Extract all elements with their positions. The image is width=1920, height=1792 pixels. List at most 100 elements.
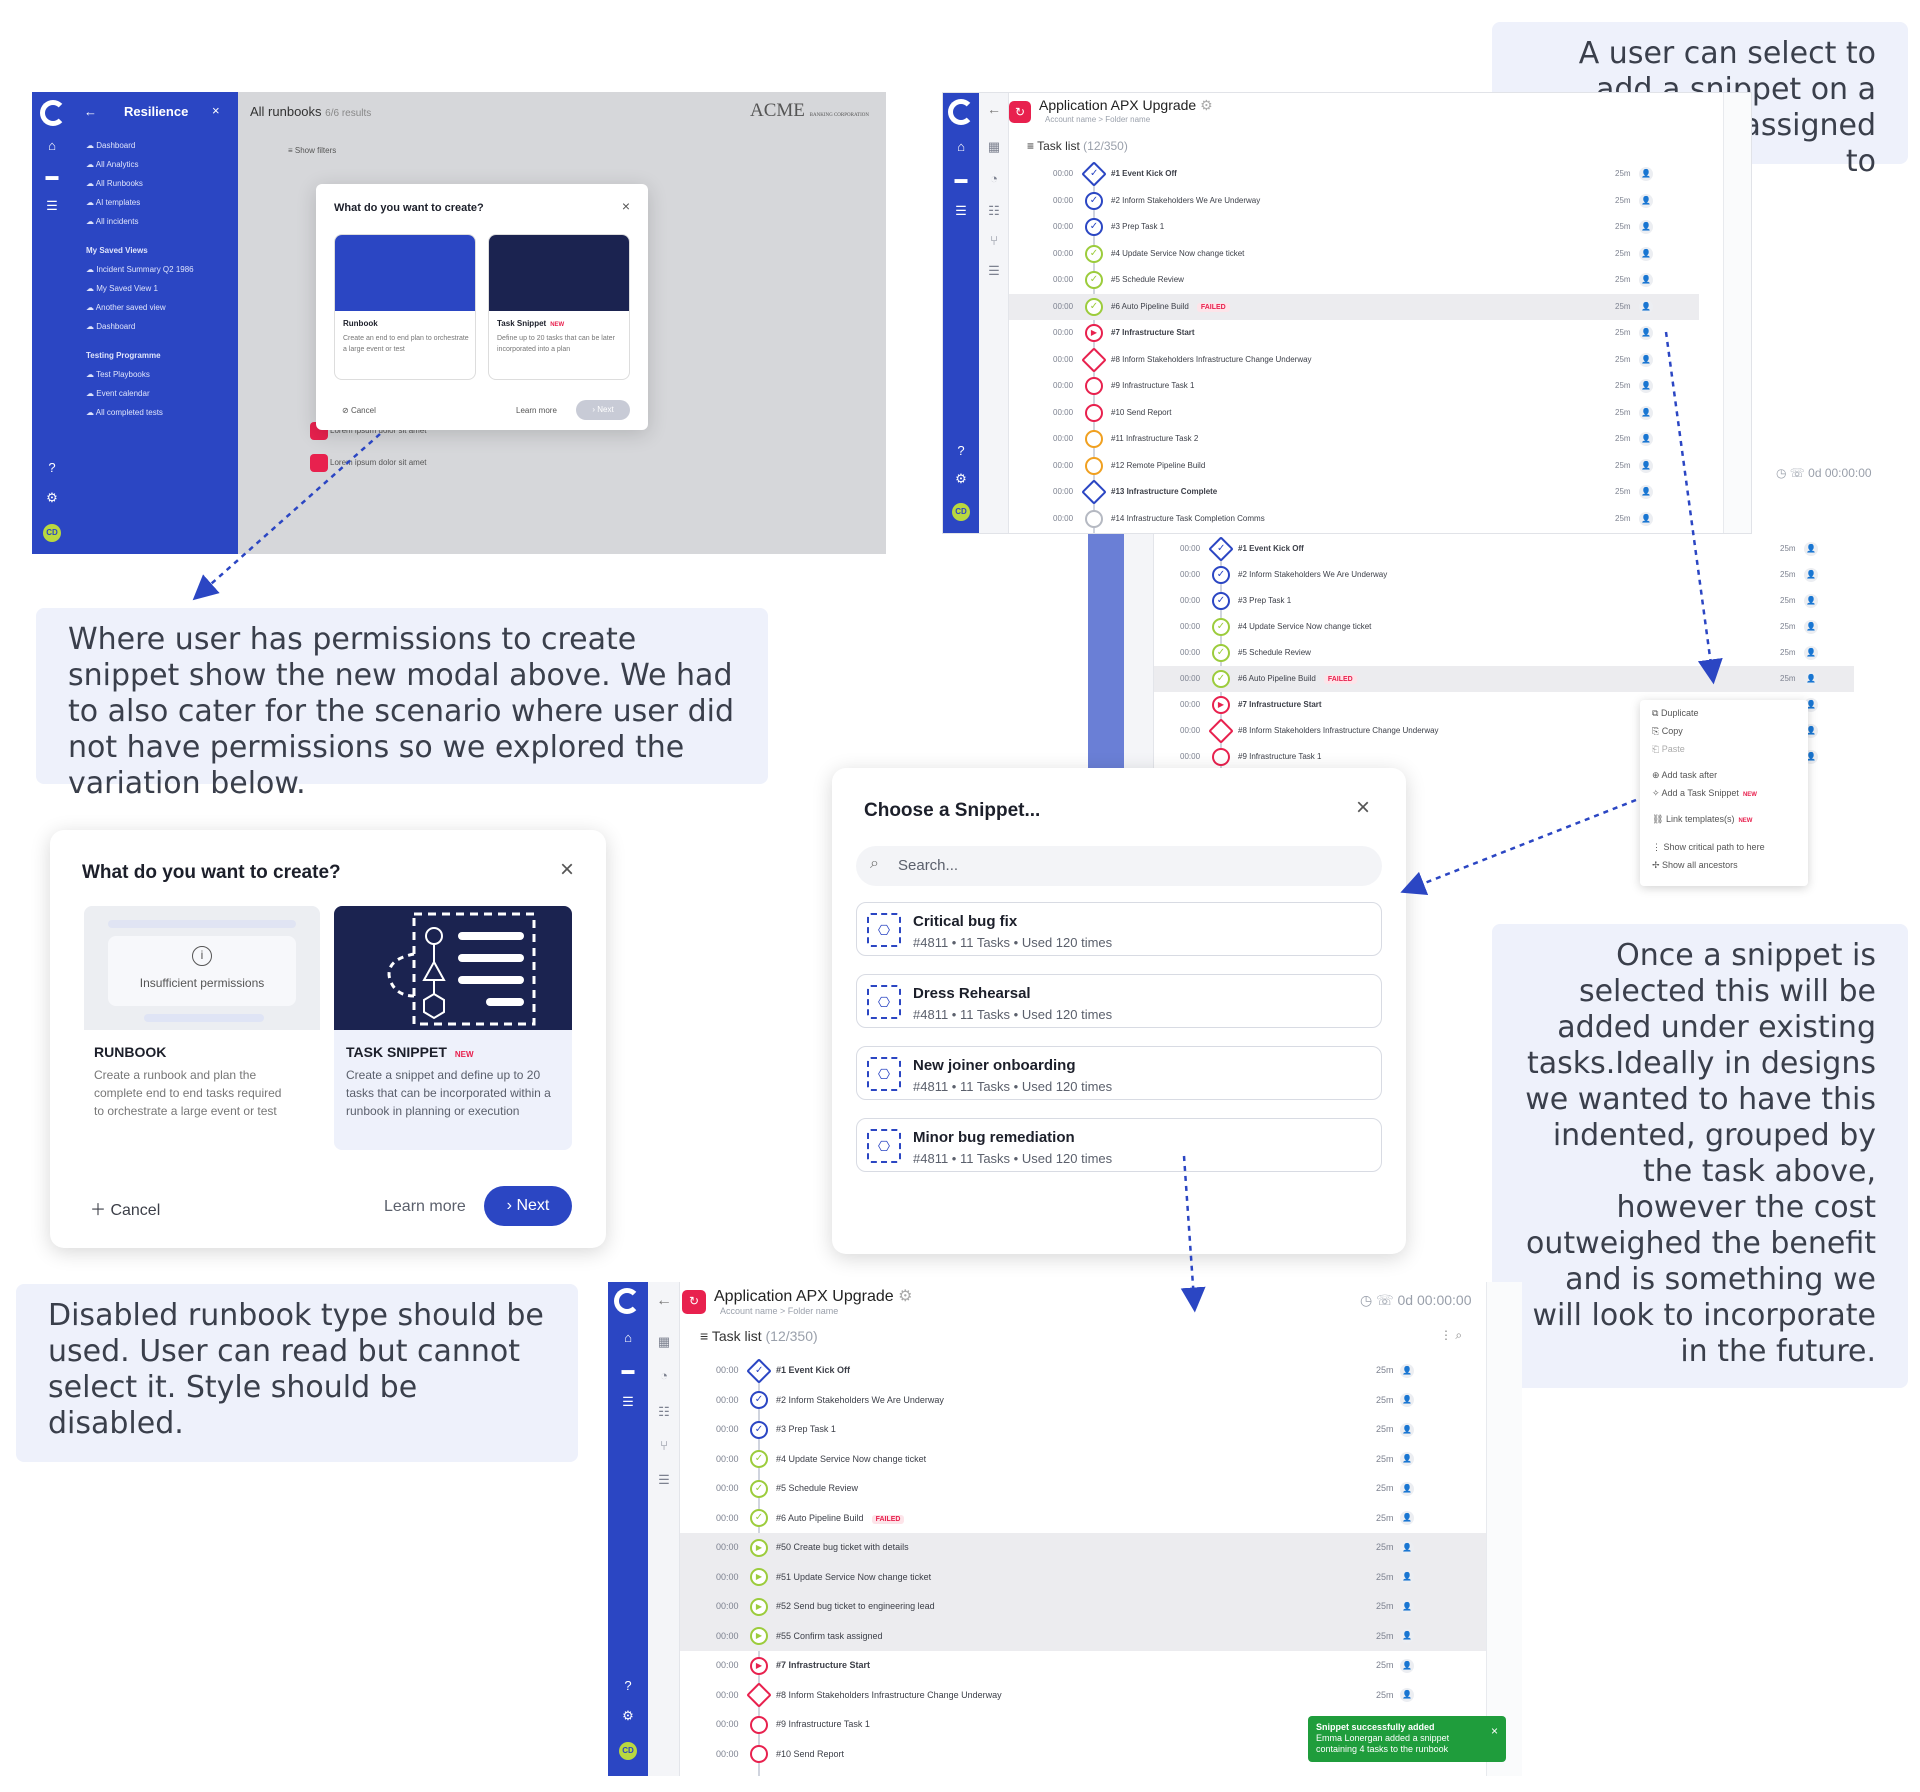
task-status-icon[interactable]: ✓ <box>1085 297 1103 316</box>
saved-view-item[interactable]: ☁ Incident Summary Q2 1986 <box>86 265 194 274</box>
assignee-icon[interactable]: 👤 <box>1400 1540 1414 1555</box>
runbook-card[interactable]: Runbook Create an end to end plan to orc… <box>334 234 476 380</box>
close-icon[interactable]: × <box>621 198 630 214</box>
nav-item[interactable]: ☁ Dashboard <box>86 141 136 150</box>
task-status-icon[interactable]: ✓ <box>1085 191 1103 210</box>
task-status-icon[interactable] <box>1085 403 1103 422</box>
task-status-icon[interactable] <box>1085 509 1103 528</box>
task-row[interactable]: 00:00▶#51 Update Service Now change tick… <box>680 1562 1486 1592</box>
task-status-icon[interactable]: ▶ <box>1212 696 1230 714</box>
task-row[interactable]: 00:00▶#50 Create bug ticket with details… <box>680 1533 1486 1563</box>
task-status-icon[interactable]: ✓ <box>1212 618 1230 636</box>
assignee-icon[interactable]: 👤 <box>1804 594 1818 608</box>
nav-item[interactable]: ☁ All incidents <box>86 217 139 226</box>
assignee-icon[interactable]: 👤 <box>1804 672 1818 686</box>
nav-item[interactable]: ☁ All Analytics <box>86 160 139 169</box>
back-icon[interactable]: ← <box>987 101 1001 117</box>
assignee-icon[interactable]: 👤 <box>1639 167 1653 182</box>
task-status-icon[interactable]: ✓ <box>1212 670 1230 688</box>
people-icon[interactable]: ☰ <box>988 263 1000 278</box>
assignee-icon[interactable]: 👤 <box>1400 1658 1414 1673</box>
task-status-icon[interactable]: ✓ <box>1212 592 1230 610</box>
assignee-icon[interactable]: 👤 <box>1400 1452 1414 1467</box>
help-icon[interactable]: ? <box>957 443 965 458</box>
menu-link-templates[interactable]: ⛓ Link templates(s)NEW <box>1652 814 1753 824</box>
assignee-icon[interactable]: 👤 <box>1639 405 1653 420</box>
assignee-icon[interactable]: 👤 <box>1639 273 1653 288</box>
menu-duplicate[interactable]: ⧉ Duplicate <box>1652 708 1699 718</box>
task-status-icon[interactable]: ✓ <box>750 1420 768 1439</box>
assignee-icon[interactable]: 👤 <box>1400 1363 1414 1378</box>
task-status-icon[interactable] <box>1085 430 1103 449</box>
folder-icon[interactable]: ▬ <box>621 1362 635 1377</box>
task-status-icon[interactable]: ▶ <box>750 1656 768 1675</box>
dashboard-icon[interactable]: ◔ <box>990 171 998 186</box>
snippet-item[interactable]: ⎔Minor bug remediation#4811 • 11 Tasks •… <box>856 1118 1382 1172</box>
task-status-icon[interactable]: ✓ <box>750 1391 768 1410</box>
close-icon[interactable]: × <box>1355 794 1370 821</box>
task-row[interactable]: 00:00✓#2 Inform Stakeholders We Are Unde… <box>1154 562 1854 588</box>
menu-paste[interactable]: ⎗ Paste <box>1652 744 1685 754</box>
task-status-icon[interactable] <box>1212 748 1230 766</box>
avatar[interactable]: CD <box>619 1742 637 1760</box>
menu-add-after[interactable]: ⊕ Add task after <box>1652 770 1718 780</box>
task-row[interactable]: 00:00✓#2 Inform Stakeholders We Are Unde… <box>1009 188 1699 215</box>
task-status-icon[interactable]: ✓ <box>750 1479 768 1498</box>
snippet-item[interactable]: ⎔New joiner onboarding#4811 • 11 Tasks •… <box>856 1046 1382 1100</box>
task-status-icon[interactable]: ▶ <box>1085 324 1103 343</box>
settings-icon[interactable]: ⚙ <box>955 471 967 486</box>
assignee-icon[interactable]: 👤 <box>1639 193 1653 208</box>
task-row[interactable]: 00:00✓#2 Inform Stakeholders We Are Unde… <box>680 1386 1486 1416</box>
snippet-item[interactable]: ⎔Dress Rehearsal#4811 • 11 Tasks • Used … <box>856 974 1382 1028</box>
assignee-icon[interactable]: 👤 <box>1804 568 1818 582</box>
task-status-icon[interactable]: ▶ <box>750 1627 768 1646</box>
saved-view-item[interactable]: ☁ My Saved View 1 <box>86 284 158 293</box>
task-status-icon[interactable] <box>1085 456 1103 475</box>
assignee-icon[interactable]: 👤 <box>1639 352 1653 367</box>
users-icon[interactable]: ☰ <box>46 198 58 213</box>
flow-icon[interactable]: ⑂ <box>660 1438 668 1453</box>
testing-item[interactable]: ☁ All completed tests <box>86 408 163 417</box>
home-icon[interactable]: ⌂ <box>48 138 56 153</box>
task-status-icon[interactable] <box>1085 377 1103 396</box>
assignee-icon[interactable]: 👤 <box>1400 1688 1414 1703</box>
search-input[interactable]: Search... <box>898 857 959 874</box>
assignee-icon[interactable]: 👤 <box>1804 620 1818 634</box>
saved-view-item[interactable]: ☁ Dashboard <box>86 322 136 331</box>
cancel-button[interactable]: ⊘ Cancel <box>342 406 376 415</box>
assignee-icon[interactable]: 👤 <box>1639 299 1653 314</box>
task-status-icon[interactable]: ▶ <box>750 1568 768 1587</box>
assignee-icon[interactable]: 👤 <box>1639 220 1653 235</box>
task-status-icon[interactable]: ✓ <box>1085 218 1103 237</box>
task-status-icon[interactable]: ✓ <box>1212 566 1230 584</box>
task-row[interactable]: 00:00#8 Inform Stakeholders Infrastructu… <box>1009 347 1699 374</box>
help-icon[interactable]: ? <box>624 1678 632 1693</box>
task-row[interactable]: 00:00#9 Infrastructure Task 1 <box>680 1710 1486 1740</box>
assignee-icon[interactable]: 👤 <box>1639 511 1653 526</box>
users-icon[interactable]: ☰ <box>622 1394 634 1409</box>
flow-icon[interactable]: ⑂ <box>990 233 998 248</box>
task-status-icon[interactable]: ✓ <box>750 1450 768 1469</box>
assignee-icon[interactable]: 👤 <box>1400 1511 1414 1526</box>
testing-item[interactable]: ☁ Test Playbooks <box>86 370 150 379</box>
list-icon[interactable]: ☷ <box>988 203 1000 218</box>
task-status-icon[interactable]: ▶ <box>750 1597 768 1616</box>
task-row[interactable]: 00:00#10 Send Report <box>680 1740 1486 1770</box>
learn-more-link[interactable]: Learn more <box>516 406 557 415</box>
learn-more-link[interactable]: Learn more <box>384 1198 466 1215</box>
task-status-icon[interactable]: ✓ <box>1212 644 1230 662</box>
